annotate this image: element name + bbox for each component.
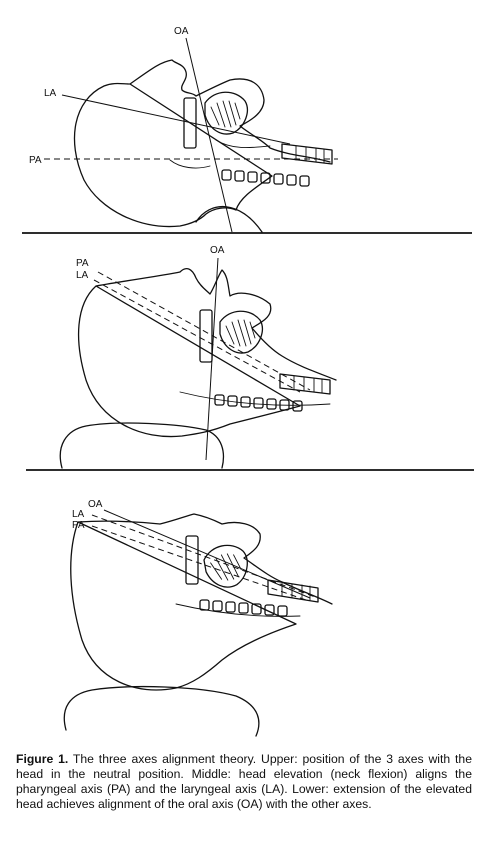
cervical-vertebrae <box>215 395 302 411</box>
laryngeal-axis <box>92 515 318 598</box>
cervical-vertebrae <box>222 170 309 186</box>
pharyngeal-axis <box>92 526 306 600</box>
pillow <box>60 423 223 468</box>
pharyngeal-axis <box>98 272 310 390</box>
panel-upper: OA LA PA <box>22 26 472 233</box>
label-la: LA <box>44 88 57 99</box>
tongue-shape <box>205 92 247 134</box>
oral-axis <box>104 510 310 598</box>
label-pa: PA <box>76 258 89 269</box>
head-outline <box>74 60 330 227</box>
cervical-vertebrae <box>200 600 287 616</box>
mandible <box>200 310 212 362</box>
airway-axes-diagram: OA LA PA OA PA LA <box>0 0 487 750</box>
panel-lower: OA LA PA <box>64 499 332 736</box>
laryngeal-axis <box>62 95 290 144</box>
oral-axis <box>186 38 232 232</box>
label-oa: OA <box>210 245 225 256</box>
figure-caption: Figure 1. The three axes alignment theor… <box>16 752 472 812</box>
label-la: LA <box>72 509 85 520</box>
label-oa: OA <box>88 499 103 510</box>
laryngeal-axis <box>94 280 300 392</box>
caption-text: The three axes alignment theory. Upper: … <box>16 752 472 811</box>
head-outline <box>71 514 332 690</box>
trachea-tube <box>280 374 330 394</box>
chin-line <box>170 160 210 168</box>
label-pa: PA <box>29 155 42 166</box>
label-la: LA <box>76 270 89 281</box>
panel-middle: OA PA LA <box>26 245 474 470</box>
label-oa: OA <box>174 26 189 37</box>
caption-label: Figure 1. <box>16 752 68 766</box>
pillow <box>64 687 259 736</box>
label-pa: PA <box>72 520 85 531</box>
